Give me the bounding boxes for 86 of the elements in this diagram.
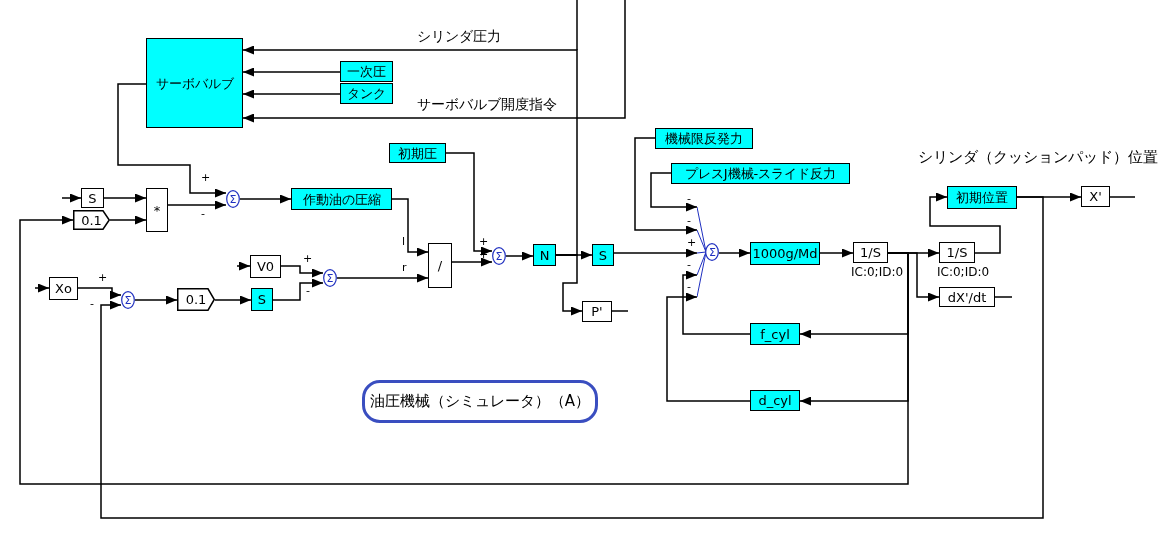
arrow xyxy=(682,270,751,335)
arrow xyxy=(391,198,429,257)
block-box: 作動油の圧縮 xyxy=(291,188,392,210)
title-box: 油圧機械（シミュレータ）（A） xyxy=(362,380,598,423)
gain-block: 0.1 xyxy=(177,288,215,311)
block-box: 一次圧 xyxy=(340,61,393,82)
block-box: / xyxy=(428,243,452,288)
arrow xyxy=(117,83,227,198)
sign-label: + xyxy=(201,172,211,183)
arrow xyxy=(336,273,429,283)
block-box: S xyxy=(592,244,614,266)
arrow xyxy=(77,287,122,300)
summing-junction: Σ xyxy=(226,190,240,208)
arrow xyxy=(929,192,1001,254)
block-box: d_cyl xyxy=(750,390,800,411)
signal-line xyxy=(1109,196,1136,198)
sign-label: + xyxy=(98,272,108,283)
arrow xyxy=(451,257,493,267)
edge-label: サーボバルブ開度指令 xyxy=(415,96,559,112)
sign-label: - xyxy=(201,208,205,219)
block-box: dX'/dt xyxy=(939,287,995,307)
summing-junction: Σ xyxy=(697,204,719,300)
block-box: Xo xyxy=(49,277,78,300)
arrow xyxy=(445,152,493,256)
arrow xyxy=(19,215,909,485)
sign-label: - xyxy=(687,259,691,270)
gain-block: 0.1 xyxy=(73,210,110,230)
arrow xyxy=(236,261,251,271)
block-box: タンク xyxy=(340,83,393,104)
arrow xyxy=(239,194,292,204)
arrow xyxy=(272,278,324,301)
arrow xyxy=(109,215,147,225)
arrow xyxy=(242,0,626,123)
block-box: 初期圧 xyxy=(389,143,446,163)
sign-label: l xyxy=(402,236,406,247)
arrow xyxy=(242,89,341,99)
arrow xyxy=(613,248,698,258)
sign-label: r xyxy=(402,262,407,273)
block-box: 1000g/Md xyxy=(750,242,820,265)
block-box: f_cyl xyxy=(750,323,800,345)
block-box: 初期位置 xyxy=(947,186,1017,209)
arrow xyxy=(555,254,583,316)
initial-condition-label: IC:0;ID:0 xyxy=(937,266,990,278)
block-box: P' xyxy=(582,301,612,322)
block-box: V0 xyxy=(250,255,281,278)
arrow xyxy=(819,248,854,258)
arrow xyxy=(650,172,698,212)
summing-junction: Σ xyxy=(121,291,135,309)
arrow xyxy=(666,292,751,402)
arrow xyxy=(100,196,1044,519)
arrow xyxy=(634,137,698,235)
arrow xyxy=(214,295,252,305)
sign-label: - xyxy=(687,215,691,226)
block-box: サーボバルブ xyxy=(146,38,243,128)
block-box: * xyxy=(146,188,168,232)
block-box: プレスJ機械-スライド反力 xyxy=(671,163,850,184)
initial-condition-label: IC:0;ID:0 xyxy=(851,266,904,278)
heading-label: シリンダ（クッションパッド）位置 xyxy=(918,150,1158,165)
sign-label: - xyxy=(306,285,310,296)
block-box: 1/S xyxy=(939,242,975,263)
arrow xyxy=(134,295,178,305)
arrow xyxy=(34,283,50,293)
signal-line xyxy=(994,296,1013,298)
sign-label: + xyxy=(479,236,489,247)
arrow xyxy=(505,251,534,261)
block-box: X' xyxy=(1081,186,1110,207)
arrow xyxy=(242,45,578,256)
arrow xyxy=(718,248,751,258)
arrow xyxy=(167,200,227,210)
arrow xyxy=(61,193,82,203)
summing-junction: Σ xyxy=(323,269,337,287)
block-box: S xyxy=(81,188,104,208)
block-box: N xyxy=(533,244,556,266)
signal-line xyxy=(611,310,629,312)
arrow xyxy=(242,67,341,77)
block-box: 機械限反発力 xyxy=(655,128,753,149)
summing-junction: Σ xyxy=(492,247,506,265)
block-box: S xyxy=(251,288,273,311)
sign-label: + xyxy=(303,253,313,264)
sign-label: - xyxy=(687,281,691,292)
sign-label: - xyxy=(687,193,691,204)
sign-label: - xyxy=(90,298,94,309)
block-box: 1/S xyxy=(853,242,888,263)
sign-label: + xyxy=(687,237,697,248)
arrow xyxy=(280,265,324,278)
arrow xyxy=(103,193,147,203)
